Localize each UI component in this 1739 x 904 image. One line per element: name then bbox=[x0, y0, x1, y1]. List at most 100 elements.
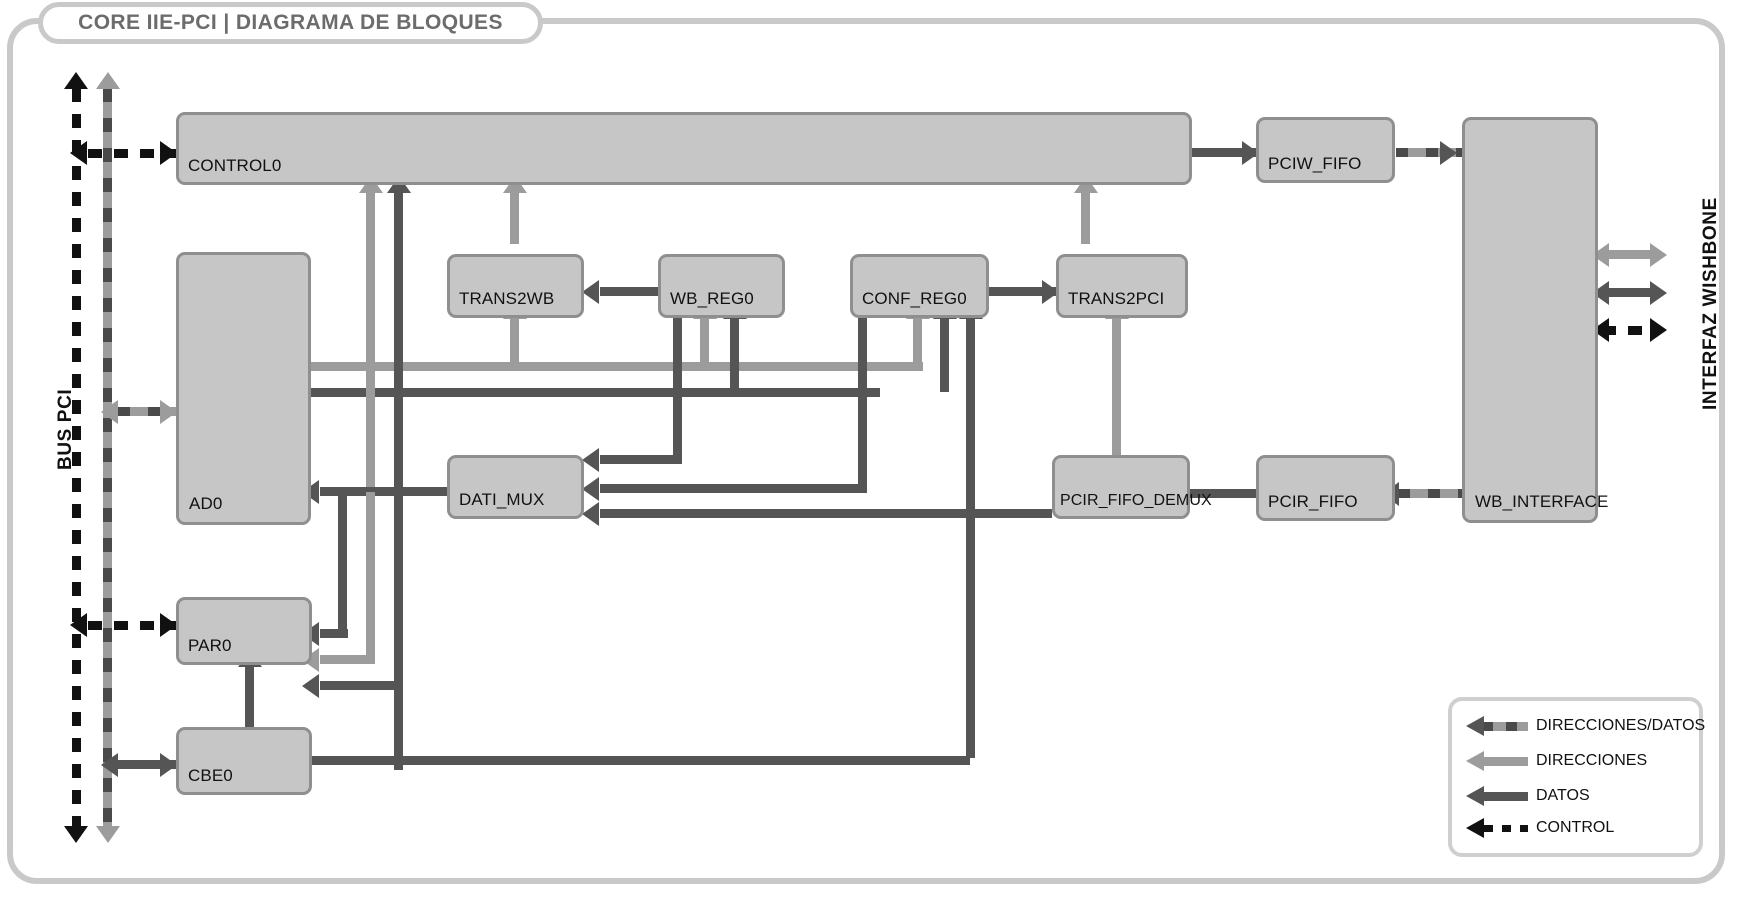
riser-dat-control0 bbox=[394, 190, 403, 770]
confreg0-left-to-datimux bbox=[600, 484, 867, 493]
riser-dir-conf-join bbox=[913, 362, 923, 371]
arrow-into-par0-3 bbox=[302, 674, 319, 698]
control0-bus-arrow-right bbox=[160, 141, 177, 165]
par0-feed-dat2-h bbox=[320, 681, 402, 690]
block-cbe0-label: CBE0 bbox=[188, 766, 233, 785]
arrow-into-trans2wb bbox=[582, 280, 599, 304]
arrow-into-wbinterface bbox=[1440, 141, 1457, 165]
block-conf-reg0-label: CONF_REG0 bbox=[862, 289, 967, 308]
arrow-into-datimux-3 bbox=[582, 502, 599, 526]
legend-item-datos: DATOS bbox=[1466, 783, 1590, 809]
bus-pci-control-line bbox=[72, 88, 81, 828]
ad0-bus-arrow-left bbox=[101, 400, 118, 424]
riser-dir-control0-mid bbox=[510, 190, 519, 244]
block-pciw-fifo-label: PCIW_FIFO bbox=[1268, 154, 1362, 173]
wishbone-datos-arrow-right bbox=[1650, 281, 1667, 305]
block-trans2pci-label: TRANS2PCI bbox=[1068, 289, 1165, 308]
interfaz-wishbone-label: INTERFAZ WISHBONE bbox=[1700, 197, 1721, 410]
block-control0[interactable]: CONTROL0 bbox=[176, 112, 1192, 185]
par0-bus-arrow-right bbox=[160, 613, 177, 637]
par0-feed-dat-v bbox=[338, 492, 347, 638]
legend-panel: DIRECCIONES/DATOS DIRECCIONES DATOS CONT… bbox=[1448, 697, 1705, 857]
wbreg0-left-to-datimux bbox=[600, 455, 682, 464]
block-dati-mux-label: DATI_MUX bbox=[459, 490, 545, 509]
legend-label-direcciones-datos: DIRECCIONES/DATOS bbox=[1536, 717, 1706, 734]
block-pcir-fifo-demux[interactable]: PCIR_FIFO_DEMUX bbox=[1052, 455, 1212, 519]
riser-dat-conf-reg0-a bbox=[940, 318, 949, 392]
wishbone-datos-line bbox=[1600, 288, 1658, 297]
bus-pci-control-arrow-up bbox=[64, 72, 88, 89]
arrow-into-trans2pci bbox=[1042, 280, 1059, 304]
bus-pci-addr-data-line bbox=[103, 88, 112, 828]
riser-dat-wb-reg0 bbox=[730, 318, 739, 392]
legend-arrow-direcciones-icon bbox=[1466, 751, 1528, 771]
riser-dir-conf-reg0 bbox=[913, 318, 922, 366]
riser-dir-trans2wb bbox=[510, 318, 519, 366]
legend-arrow-direcciones-datos-icon bbox=[1466, 716, 1528, 736]
cbe0-to-par0-line bbox=[245, 665, 254, 735]
page-title: CORE IIE-PCI | DIAGRAMA DE BLOQUES bbox=[78, 11, 503, 34]
block-par0[interactable]: PAR0 bbox=[176, 597, 312, 665]
bus-pci-addr-data-arrow-down bbox=[96, 826, 120, 843]
block-pciw-fifo[interactable]: PCIW_FIFO bbox=[1256, 117, 1395, 183]
par0-bus-arrow-left bbox=[70, 613, 87, 637]
diagram-outer-frame bbox=[7, 18, 1725, 884]
block-ad0[interactable]: AD0 bbox=[176, 252, 311, 525]
control0-bus-arrow-left bbox=[70, 141, 87, 165]
control0-bus-dashed-line bbox=[88, 149, 178, 158]
block-trans2wb[interactable]: TRANS2WB bbox=[447, 254, 584, 318]
block-wb-reg0[interactable]: WB_REG0 bbox=[658, 254, 785, 318]
legend-label-datos: DATOS bbox=[1536, 787, 1590, 804]
par0-feed-dat2-v bbox=[394, 492, 403, 690]
confreg0-down-to-datimux bbox=[858, 318, 867, 488]
legend-item-control: CONTROL bbox=[1466, 815, 1614, 841]
cbe0-bus-arrow-right bbox=[160, 753, 177, 777]
block-conf-reg0[interactable]: CONF_REG0 bbox=[850, 254, 989, 318]
diagram-title-pill: CORE IIE-PCI | DIAGRAMA DE BLOQUES bbox=[38, 2, 543, 44]
ad0-bus-addrdata-line bbox=[118, 407, 178, 416]
cbe0-to-confreg0-h bbox=[310, 756, 970, 765]
riser-dir-control0 bbox=[366, 190, 375, 660]
block-ad0-label: AD0 bbox=[189, 494, 223, 513]
par0-feed-dir-h bbox=[320, 655, 375, 664]
block-trans2pci[interactable]: TRANS2PCI bbox=[1056, 254, 1188, 318]
riser-dir-control0-right bbox=[1081, 190, 1090, 244]
block-wb-interface[interactable]: WB_INTERFACE bbox=[1462, 117, 1608, 523]
block-wb-reg0-label: WB_REG0 bbox=[670, 289, 754, 308]
confreg0-to-trans2pci-line bbox=[988, 287, 1060, 296]
legend-label-control: CONTROL bbox=[1536, 819, 1615, 836]
cbe0-bus-line bbox=[118, 760, 178, 769]
cbe0-bus-arrow-left bbox=[101, 753, 118, 777]
legend-label-direcciones: DIRECCIONES bbox=[1536, 752, 1648, 769]
bus-pci-label: BUS PCI bbox=[55, 388, 76, 470]
riser-dat-conf-reg0-b bbox=[966, 318, 975, 758]
wbinterface-to-pcirfifo-line bbox=[1398, 489, 1466, 498]
arrow-into-pciwfifo bbox=[1242, 141, 1259, 165]
par0-feed-dat-h bbox=[320, 629, 348, 638]
legend-item-direcciones-datos: DIRECCIONES/DATOS bbox=[1466, 713, 1705, 739]
block-pcir-fifo[interactable]: PCIR_FIFO bbox=[1256, 455, 1395, 521]
rail-direcciones bbox=[310, 362, 922, 371]
block-wb-interface-label: WB_INTERFACE bbox=[1475, 492, 1609, 511]
block-cbe0[interactable]: CBE0 bbox=[176, 727, 312, 795]
pciwfifo-to-wbinterface-line bbox=[1396, 148, 1466, 157]
wishbone-control-line bbox=[1602, 326, 1656, 335]
riser-dir-trans2pci bbox=[1112, 318, 1121, 458]
par0-bus-dashed-line bbox=[88, 621, 178, 630]
riser-dir-wb-reg0 bbox=[700, 318, 709, 366]
block-pcir-fifo-label: PCIR_FIFO bbox=[1268, 492, 1358, 511]
legend-arrow-control-icon bbox=[1466, 818, 1528, 838]
arrow-into-datimux-2 bbox=[582, 477, 599, 501]
arrow-into-datimux-1 bbox=[582, 448, 599, 472]
wbreg0-down-to-datimux bbox=[673, 318, 682, 458]
par0-feed-dir-v bbox=[366, 492, 375, 664]
block-dati-mux[interactable]: DATI_MUX bbox=[447, 455, 584, 519]
block-control0-label: CONTROL0 bbox=[188, 156, 282, 175]
legend-item-direcciones: DIRECCIONES bbox=[1466, 748, 1647, 774]
ad0-bus-arrow-right bbox=[160, 400, 177, 424]
pcirfifo-to-demux-line bbox=[1190, 489, 1266, 498]
wbreg0-to-trans2wb-line bbox=[600, 287, 690, 296]
wishbone-control-arrow-right bbox=[1650, 318, 1667, 342]
wishbone-direcciones-line bbox=[1600, 250, 1658, 259]
